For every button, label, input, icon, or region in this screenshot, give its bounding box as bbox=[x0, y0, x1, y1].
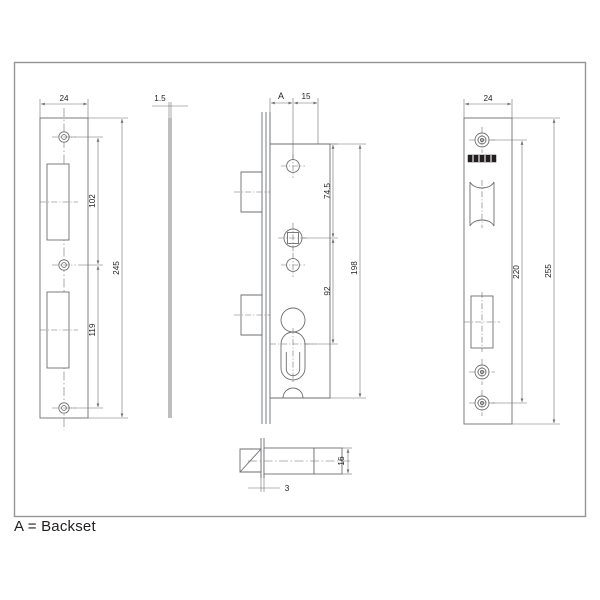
dim-label-198: 198 bbox=[350, 261, 359, 275]
case-screw-hole-top bbox=[469, 127, 495, 153]
case-bottom-notch bbox=[282, 387, 304, 399]
dimension-3: 3 bbox=[248, 474, 290, 493]
dimension-faceplate-width: 24 bbox=[39, 94, 89, 118]
dimension-case-width: 24 bbox=[463, 94, 513, 118]
view-faceplate-edge: 1.5 bbox=[152, 94, 188, 418]
case-front-outline bbox=[463, 117, 513, 425]
view-lock-case-front: 24 220 255 bbox=[463, 94, 560, 425]
dimension-255: 255 bbox=[512, 117, 560, 425]
view-faceplate-front: 24 102 119 245 bbox=[39, 94, 128, 430]
dim-label-24-right: 24 bbox=[483, 94, 493, 103]
dim-label-102: 102 bbox=[88, 194, 97, 208]
dimension-198: 198 bbox=[330, 143, 366, 399]
dim-label-16: 16 bbox=[337, 456, 346, 466]
dimension-220: 220 bbox=[489, 139, 527, 404]
dim-label-245: 245 bbox=[112, 261, 121, 275]
dim-label-A: A bbox=[278, 91, 284, 101]
view-latch-detail: 3 16 bbox=[239, 438, 352, 493]
dimension-119: 119 bbox=[69, 265, 103, 409]
dimension-thickness-1-5: 1.5 bbox=[152, 94, 188, 118]
euro-cylinder-hole bbox=[270, 307, 316, 382]
view-lock-body: A 15 74.5 92 bbox=[234, 91, 366, 424]
dim-label-24-left: 24 bbox=[59, 94, 69, 103]
case-hatched-slot bbox=[467, 154, 497, 163]
drawing-frame bbox=[13, 61, 587, 518]
dim-label-255: 255 bbox=[544, 264, 553, 278]
dim-label-1-5: 1.5 bbox=[154, 94, 166, 103]
detail-bolt-bevel bbox=[239, 448, 262, 473]
dimension-16: 16 bbox=[337, 447, 352, 475]
backset-legend: A = Backset bbox=[14, 518, 96, 535]
faceplate-slot-upper bbox=[40, 163, 78, 241]
dim-label-92: 92 bbox=[323, 286, 332, 296]
faceplate-slot-lower bbox=[40, 291, 78, 369]
dimension-backset-A: A bbox=[269, 91, 294, 160]
dim-label-119: 119 bbox=[88, 323, 97, 336]
dimension-102: 102 bbox=[69, 136, 103, 266]
latch-bolt-shape bbox=[469, 180, 495, 228]
dim-label-3: 3 bbox=[285, 484, 290, 493]
faceplate-screw-hole-middle bbox=[52, 259, 76, 271]
dim-label-220: 220 bbox=[512, 265, 521, 279]
dimension-74-5: 74.5 bbox=[270, 143, 338, 239]
case-screw-hole-bottom bbox=[469, 390, 495, 416]
case-deadbolt-slot bbox=[464, 292, 500, 352]
dim-label-15: 15 bbox=[301, 92, 311, 101]
latch-lower bbox=[234, 294, 270, 336]
dim-label-74-5: 74.5 bbox=[323, 183, 332, 199]
fixing-hole-lower bbox=[281, 253, 305, 277]
dimension-245: 245 bbox=[88, 117, 128, 419]
dimension-92: 92 bbox=[305, 238, 338, 345]
dimension-15: 15 bbox=[293, 92, 319, 144]
deadbolt-upper bbox=[234, 171, 270, 213]
case-screw-hole-middle-low bbox=[469, 359, 495, 385]
